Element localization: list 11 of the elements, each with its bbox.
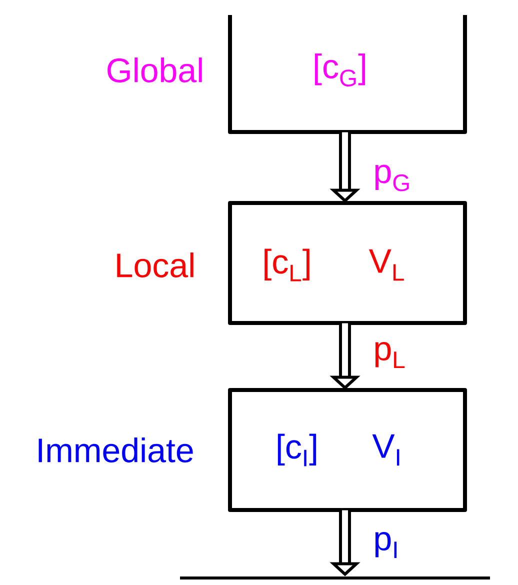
- box-label: [c$_{L}$]: [264, 248, 310, 282]
- side-label: Local: [117, 252, 194, 278]
- side-label: Immediate: [38, 438, 193, 462]
- box-label: V$_{I}$: [372, 434, 400, 466]
- edge-label: p$_{G}$: [375, 164, 409, 192]
- box-label: [c$_{I}$]: [278, 434, 316, 466]
- edge-label: p$_{L}$: [375, 342, 405, 368]
- box-label: V$_{L}$: [368, 249, 404, 281]
- side-label: Global: [108, 58, 202, 82]
- edge-label: p$_{I}$: [375, 532, 397, 558]
- box-label: [c$_{G}$]: [314, 54, 366, 86]
